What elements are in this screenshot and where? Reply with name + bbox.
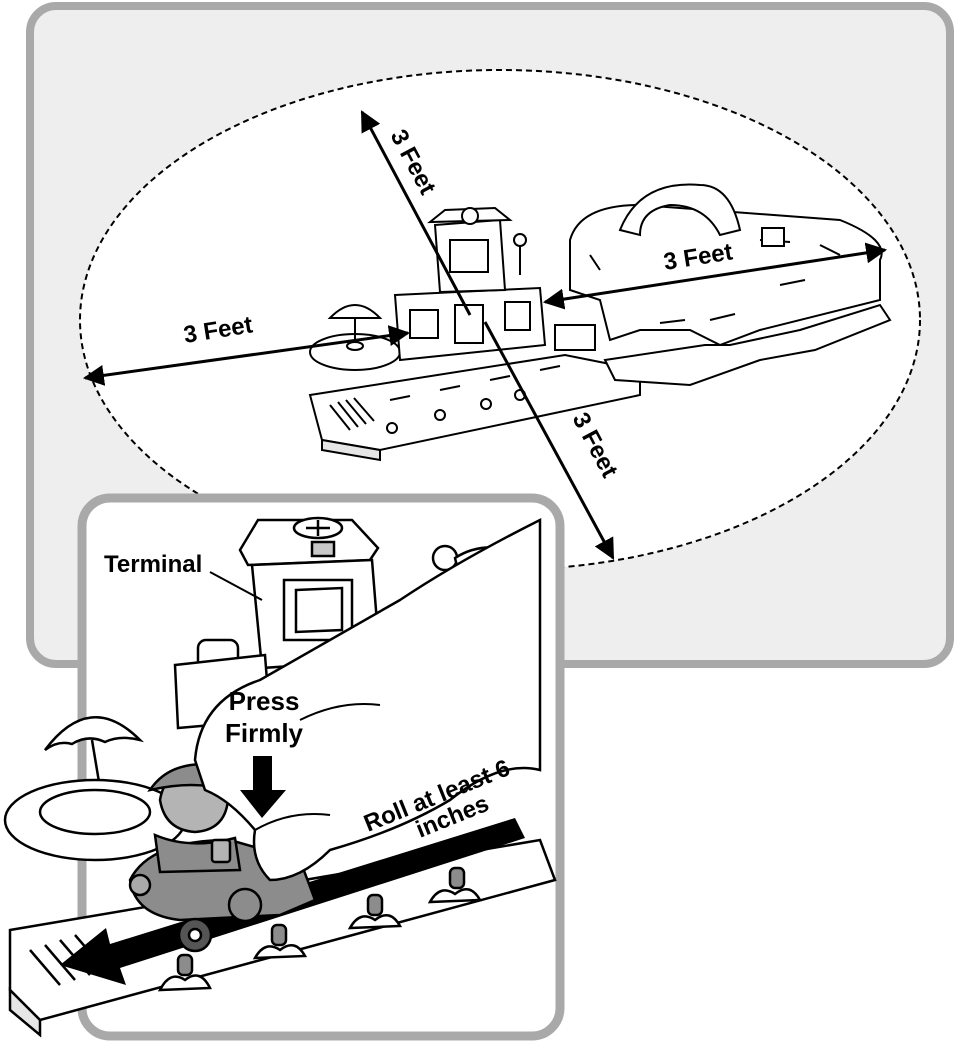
inset-runway-stripes (29, 934, 106, 986)
umbrella-top (327, 304, 383, 319)
ramp (603, 303, 892, 387)
play-instructions-inset: Terminal Press Firmly Roll at least 6 in… (3, 493, 565, 1041)
press-down-arrow (240, 756, 286, 818)
runway-lights (386, 389, 526, 434)
inset-runway-lights (157, 866, 483, 992)
runway-front-edge (321, 438, 381, 462)
runway-stripes (329, 397, 375, 431)
inset-tower-roof (238, 518, 380, 567)
garage-arch (618, 183, 742, 237)
dimension-arrows (82, 110, 888, 560)
terminal-callout-line (209, 571, 263, 601)
right-dimension-arrow (542, 242, 888, 310)
press-firmly-line2: Firmly (225, 718, 304, 748)
inset-umbrella (44, 716, 145, 752)
left-dimension-arrow (82, 325, 411, 386)
coffee-cup (210, 838, 232, 864)
press-firmly-line1: Press (229, 686, 300, 716)
top-dimension-arrow (360, 110, 472, 316)
bottom-dimension-arrow (483, 321, 615, 560)
inset-playset-drawing (3, 516, 557, 1038)
terminal-callout-label: Terminal (104, 551, 202, 578)
runway-centerline (389, 365, 561, 401)
